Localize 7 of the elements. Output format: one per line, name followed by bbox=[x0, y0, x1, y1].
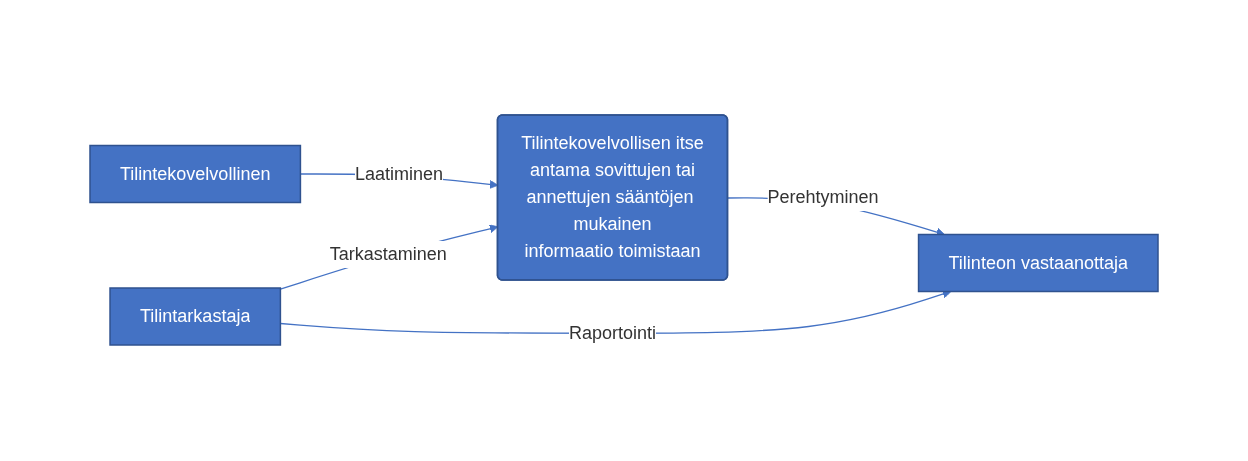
node-box: Tilintekovelvollinen bbox=[89, 144, 302, 203]
edge-label: Laatiminen bbox=[354, 163, 443, 184]
node-box: Tilinteon vastaanottaja bbox=[917, 233, 1159, 292]
node-box: Tilintarkastaja bbox=[109, 286, 282, 346]
edge-label: Raportointi bbox=[568, 322, 657, 343]
edge-label: Perehtyminen bbox=[767, 186, 879, 207]
edge-label: Tarkastaminen bbox=[329, 243, 447, 264]
